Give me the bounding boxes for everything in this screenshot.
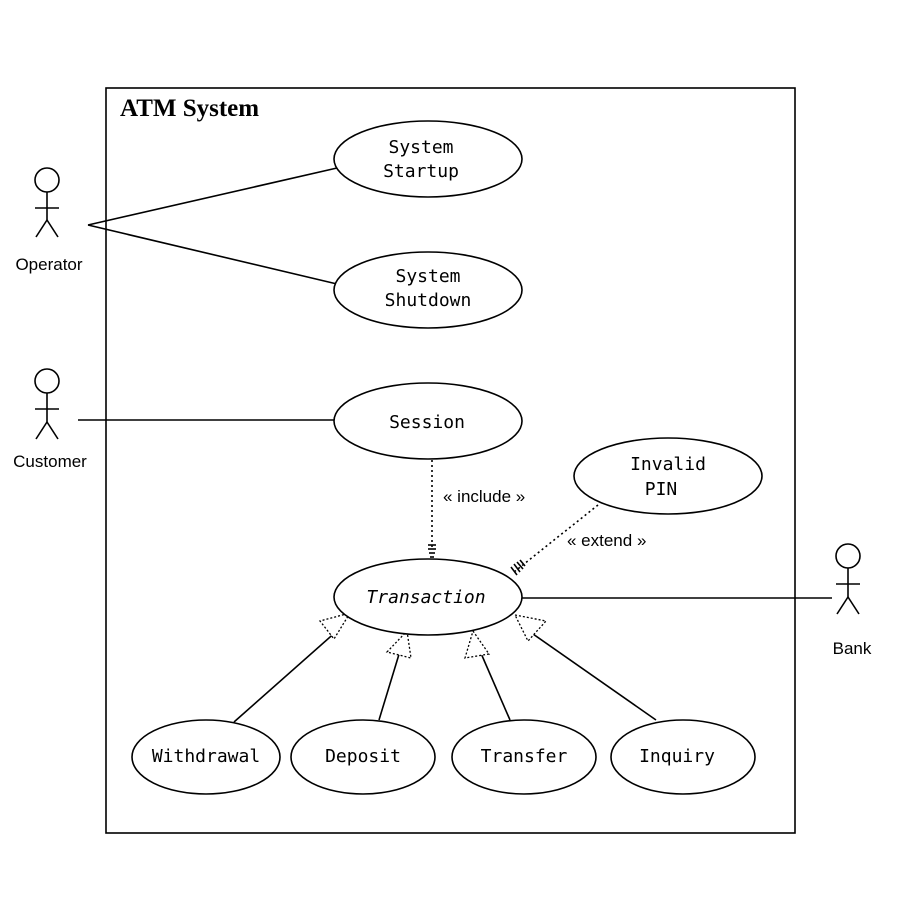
use-case-system-startup[interactable]: System Startup — [333, 120, 523, 198]
generalization-triangle-transfer — [464, 629, 491, 659]
svg-text:Invalid: Invalid — [630, 454, 706, 475]
generalization-inquiry — [532, 633, 657, 721]
stick-figure-icon — [34, 368, 60, 440]
actor-operator[interactable]: Operator — [15, 167, 83, 274]
svg-text:System: System — [395, 266, 460, 287]
generalization-transfer — [479, 650, 511, 721]
stick-figure-icon — [835, 543, 861, 615]
generalization-withdrawal — [233, 629, 339, 723]
generalization-triangle-deposit — [385, 629, 412, 659]
assoc-operator-startup — [87, 167, 338, 226]
svg-text:Withdrawal: Withdrawal — [152, 746, 260, 767]
actor-customer[interactable]: Customer — [13, 368, 87, 471]
svg-text:Inquiry: Inquiry — [639, 746, 715, 767]
generalization-triangle-withdrawal — [318, 611, 352, 641]
actor-bank[interactable]: Bank — [833, 543, 872, 658]
use-case-system-shutdown[interactable]: System Shutdown — [333, 251, 523, 329]
svg-text:Session: Session — [389, 412, 465, 433]
use-case-deposit[interactable]: Deposit — [290, 719, 436, 795]
use-case-transaction[interactable]: Transaction — [333, 558, 523, 636]
include-label: « include » — [443, 487, 525, 506]
generalization-triangle-inquiry — [513, 614, 548, 643]
system-boundary — [105, 87, 796, 834]
actor-label: Bank — [833, 639, 872, 658]
extend-arrowhead — [510, 559, 526, 576]
svg-text:PIN: PIN — [645, 479, 678, 500]
stick-figure-icon — [34, 167, 60, 238]
system-title: ATM System — [120, 95, 259, 122]
svg-text:Transfer: Transfer — [481, 746, 568, 767]
use-case-withdrawal[interactable]: Withdrawal — [131, 719, 281, 795]
include-arrowhead — [428, 544, 436, 558]
svg-text:System: System — [388, 137, 453, 158]
svg-text:Transaction: Transaction — [366, 587, 485, 608]
actor-label: Operator — [15, 255, 82, 274]
use-case-invalid-pin[interactable]: Invalid PIN — [573, 437, 763, 515]
extend-label: « extend » — [567, 531, 646, 550]
svg-text:Deposit: Deposit — [325, 746, 401, 767]
actor-label: Customer — [13, 452, 87, 471]
assoc-operator-shutdown — [87, 224, 338, 285]
use-case-session[interactable]: Session — [333, 382, 523, 460]
use-case-transfer[interactable]: Transfer — [451, 719, 597, 795]
use-case-inquiry[interactable]: Inquiry — [610, 719, 756, 795]
generalization-deposit — [378, 650, 401, 721]
svg-text:Shutdown: Shutdown — [385, 290, 472, 311]
svg-text:Startup: Startup — [383, 161, 459, 182]
